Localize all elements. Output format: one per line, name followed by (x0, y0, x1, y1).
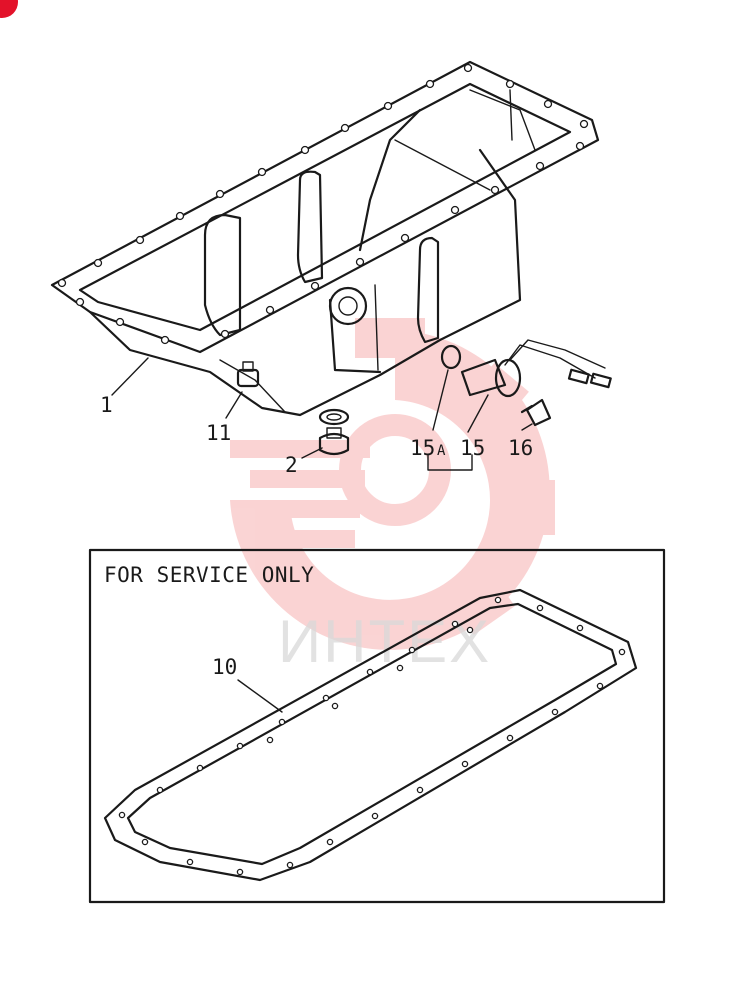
bolt-part-16 (520, 398, 552, 427)
leader-lines (111, 357, 533, 713)
callout-10: 10 (212, 655, 237, 679)
gasket-part-10 (103, 588, 638, 882)
callout-15a-suffix: A (437, 443, 446, 459)
callout-11: 11 (206, 421, 231, 445)
callout-15a: 15 (410, 436, 435, 460)
corner-badge-icon (0, 0, 18, 18)
callout-1: 1 (100, 393, 113, 417)
service-box-title: FOR SERVICE ONLY (104, 563, 314, 587)
callout-16: 16 (508, 436, 533, 460)
sensor-part-15 (460, 339, 612, 398)
o-ring-part-15a (440, 344, 462, 370)
drain-plug-part-2 (318, 408, 350, 456)
service-only-box: FOR SERVICE ONLY 10 (88, 548, 666, 904)
flange-holes (57, 63, 589, 345)
plug-part-11 (236, 361, 260, 388)
callout-15: 15 (460, 436, 485, 460)
callout-2: 2 (285, 453, 298, 477)
oil-pan (50, 60, 600, 417)
watermark-text: ИНТЕХ (278, 608, 491, 675)
